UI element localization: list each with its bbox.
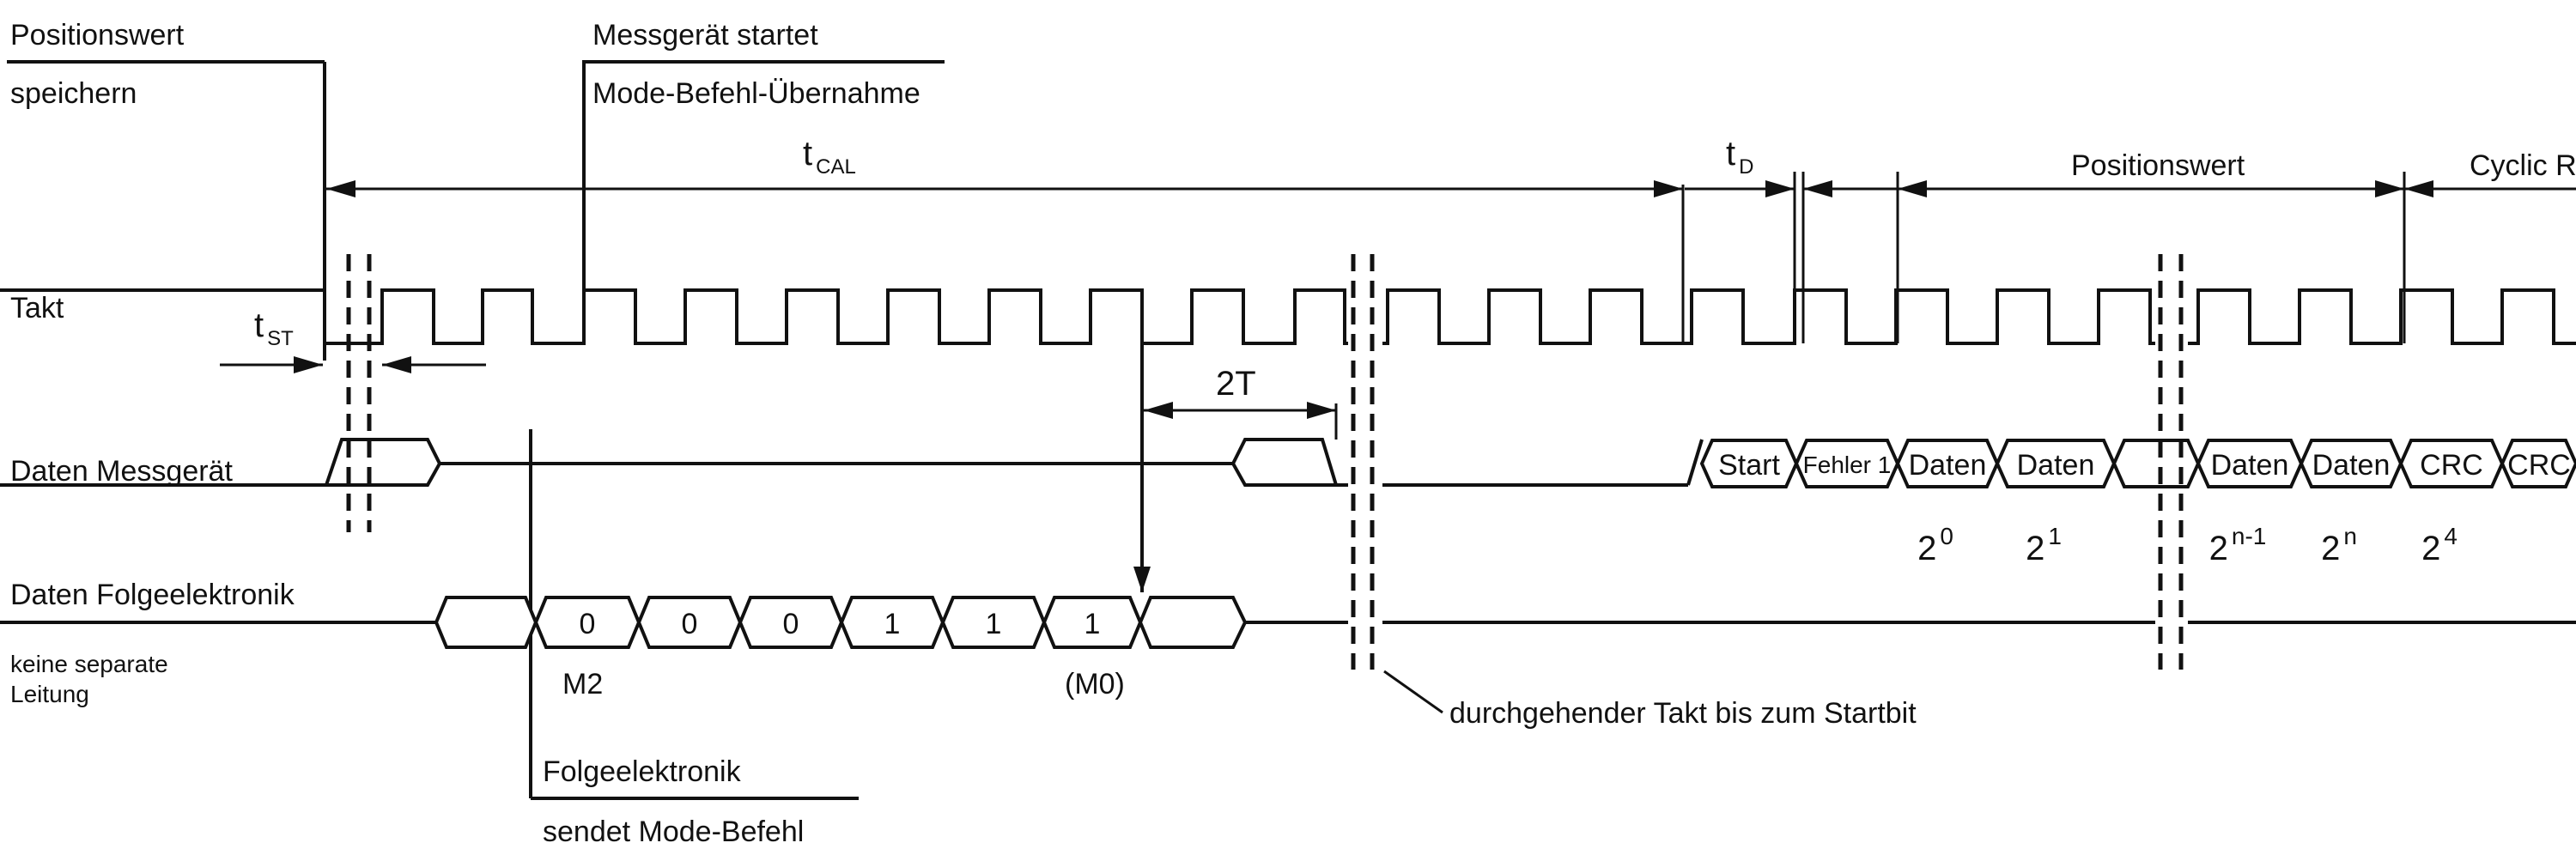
data-field-label: Daten [2017,449,2095,482]
label-m0: (M0) [1065,668,1125,700]
mode-bits: 0 0 0 1 1 1 [533,596,1143,649]
clock-signal [0,288,2576,345]
clock-line-3 [2188,288,2576,345]
two-t-arrow-left-head [1144,402,1173,419]
clock-line-2 [1382,288,2155,345]
data-field-bit-base: 2 [1917,530,1936,567]
data-field-label: Start [1718,449,1780,482]
data-field-bit-base: 2 [2209,530,2228,567]
label-mode-befehl-uebernahme: Mode-Befehl-Übernahme [592,77,920,110]
data-field-label: Daten [2211,449,2289,482]
m0-marker-head [1133,567,1151,592]
data-field-box [2111,439,2201,488]
data-field-bit-exponent: 0 [1940,523,1953,549]
t-st-sub: ST [267,327,294,350]
data-field-bit-exponent: n [2343,523,2357,549]
two-t-arrow-right-head [1307,402,1336,419]
label-positionswert: Positionswert [10,19,185,52]
two-t-marker: 2T [1133,343,1338,592]
data-folgeelektronik-signal: 0 0 0 1 1 1 M2 (M0) [0,596,2576,700]
data-field-label: Daten [2312,449,2391,482]
data-field-bit-exponent: n-1 [2232,523,2266,549]
cyclic-label: Cyclic R [2470,149,2576,182]
data-field-label: Daten [1909,449,1987,482]
df-prefix-box [434,596,538,649]
t-cal-arrow-right-head [1654,180,1683,197]
t-st-base: t [254,306,264,344]
t-st-arrow-left-head [294,356,323,373]
data-messgeraet-signal [0,438,1704,487]
cyclic-arrow-head [2404,180,2433,197]
clock-line-1 [0,288,1348,345]
label-leitung: Leitung [10,681,89,707]
data-field-bit-exponent: 1 [2048,523,2062,549]
dashed-breaks [346,254,2184,670]
positionswert-label: Positionswert [2071,149,2245,182]
t-d-sub: D [1739,155,1753,179]
data-field-bit-base: 2 [2321,530,2340,567]
mode-bit-value: 0 [783,608,799,640]
label-m2: M2 [562,668,603,700]
dm-start-rise [1686,439,1704,486]
data-field-bit-base: 2 [2026,530,2044,567]
durchgehender-leader [1383,670,1443,714]
t-d-arrow-head [1765,180,1795,197]
two-t-label: 2T [1216,365,1256,403]
t-cal-base: t [803,135,812,173]
data-field-label: Fehler 1 [1803,452,1892,478]
dm-startbox [324,438,442,487]
data-field-label: CRC [2420,449,2483,482]
data-field-bit-exponent: 4 [2444,523,2458,549]
mode-bit-value: 0 [682,608,698,640]
mode-bit-value: 1 [986,608,1002,640]
mode-bit-value: 0 [580,608,596,640]
label-messgeraet-startet: Messgerät startet [592,19,818,52]
t-d-base: t [1726,135,1735,173]
label-daten-messgeraet: Daten Messgerät [10,455,233,488]
label-takt: Takt [10,292,64,324]
label-sendet-mode-befehl: sendet Mode-Befehl [543,816,804,848]
data-field-box [2500,439,2576,488]
label-speichern: speichern [10,77,137,110]
data-field-label: CRC [2507,449,2571,482]
label-durchgehender-takt: durchgehender Takt bis zum Startbit [1449,697,1917,730]
label-folgeelektronik: Folgeelektronik [543,755,742,788]
positionswert-arrow-left-head [1898,180,1927,197]
dm-ack-box [1230,438,1339,487]
label-daten-folgeelektronik: Daten Folgeelektronik [10,579,295,611]
data-field-bit-base: 2 [2421,530,2440,567]
t-cal-arrow-left-head [326,180,355,197]
df-suffix-box [1138,596,1248,649]
t-cal-sub: CAL [816,155,856,179]
mode-bit-value: 1 [884,608,901,640]
t-st-arrow-right-head [382,356,411,373]
positionswert-arrow-right-head [2375,180,2404,197]
label-keine-separate: keine separate [10,651,168,677]
mode-bit-value: 1 [1084,608,1101,640]
